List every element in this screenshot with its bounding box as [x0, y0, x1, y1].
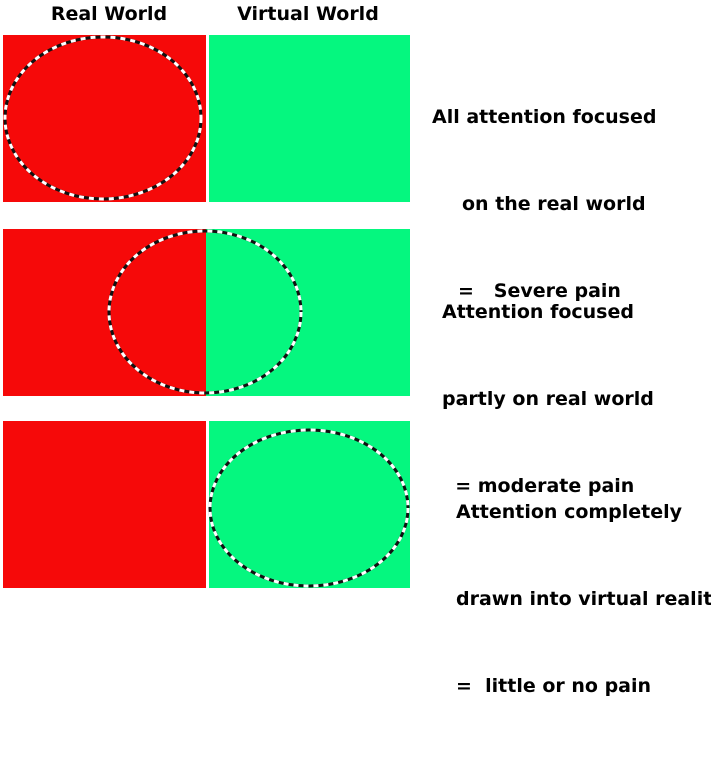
panel-split-focus: Attention focused partly on real world =…	[0, 229, 711, 497]
attention-ring	[107, 229, 303, 395]
attention-ring-dark	[3, 35, 203, 201]
attention-ring-light	[107, 229, 303, 395]
real-world-box	[3, 421, 206, 588]
virtual-world-box	[209, 35, 410, 202]
header-real-world: Real World	[50, 3, 168, 25]
caption-line: Attention completely	[456, 501, 683, 523]
virtual-world-box	[206, 229, 410, 396]
caption-line: = Severe pain	[458, 280, 621, 302]
caption-line: All attention focused	[432, 106, 657, 128]
real-world-box	[3, 229, 206, 396]
caption-line: partly on real world	[442, 388, 654, 410]
caption-line: Attention focused	[442, 301, 634, 323]
caption-line: drawn into virtual reality	[456, 588, 711, 610]
attention-ring-light	[208, 428, 410, 588]
panel-full-virtual-focus: Attention completely drawn into virtual …	[0, 421, 711, 697]
caption-line: on the real world	[462, 193, 646, 215]
caption-line: = moderate pain	[442, 475, 635, 497]
caption: All attention focused on the real world …	[432, 45, 656, 364]
caption-line: = little or no pain	[456, 675, 652, 697]
panel-full-real-focus: All attention focused on the real world …	[0, 35, 711, 302]
caption: Attention completely drawn into virtual …	[456, 440, 711, 759]
caption: Attention focused partly on real world =…	[442, 240, 654, 559]
attention-ring-light	[3, 35, 203, 201]
attention-ring	[3, 35, 203, 201]
header-virtual-world: Virtual World	[237, 3, 379, 25]
attention-ring	[208, 428, 410, 588]
